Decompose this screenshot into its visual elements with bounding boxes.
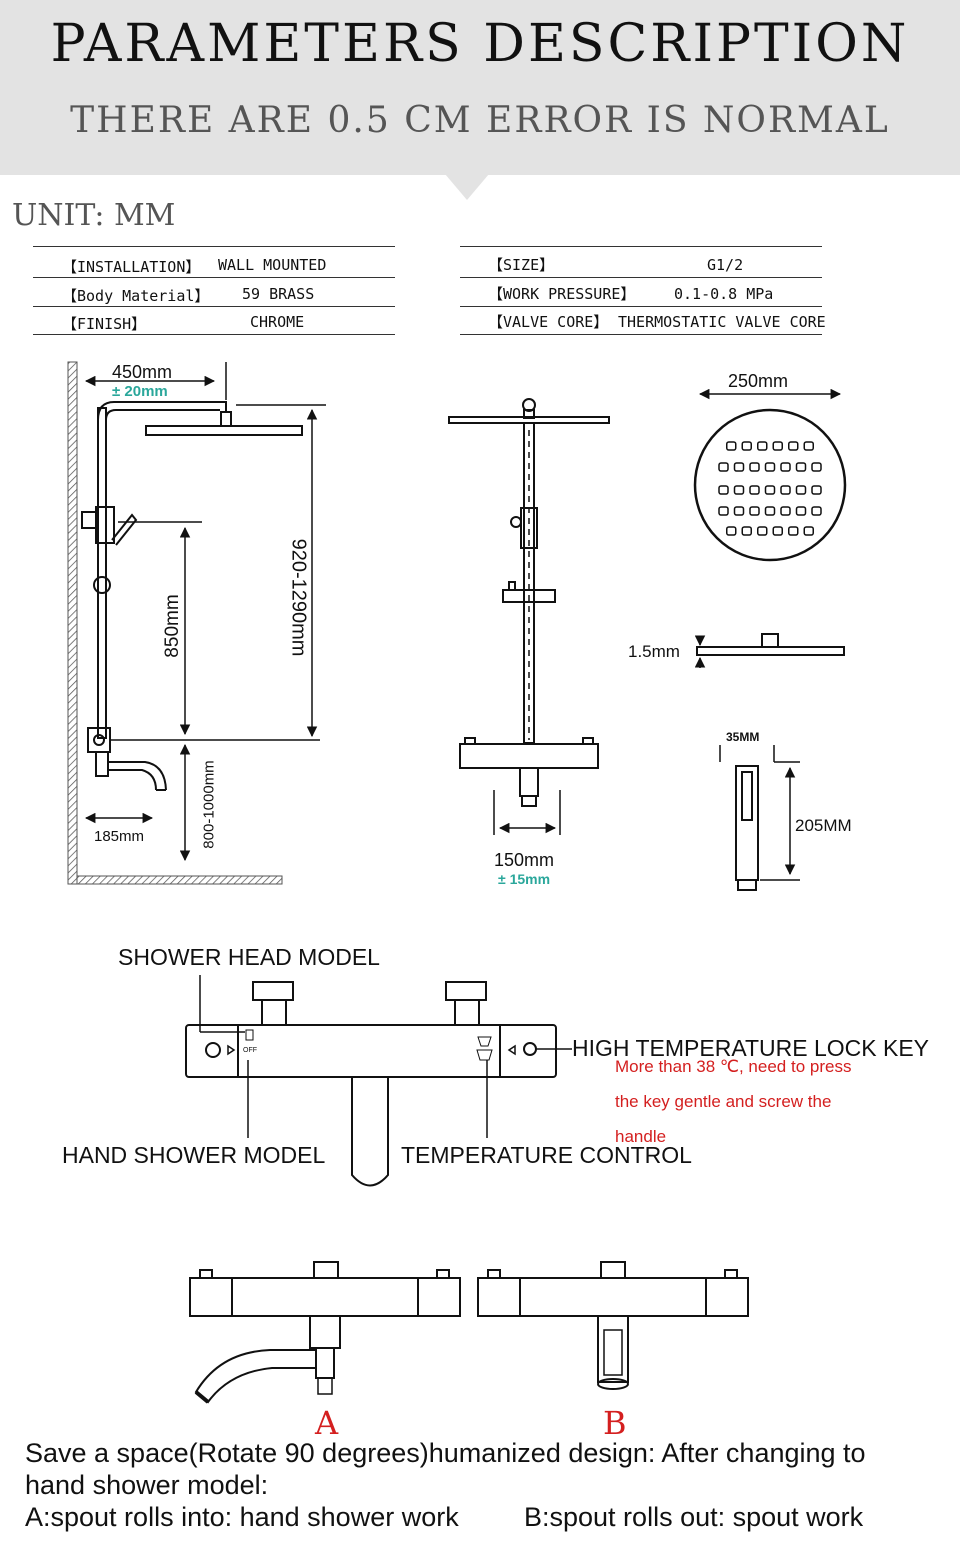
nozzle-hole <box>749 485 760 495</box>
nozzle-hole <box>780 462 791 472</box>
nozzle-hole <box>764 506 776 516</box>
spec-rule <box>460 277 822 278</box>
front-view-drawing <box>448 398 610 807</box>
footer-line-3a: A:spout rolls into: hand shower work <box>25 1502 459 1532</box>
hand-width-label: 35MM <box>726 730 760 744</box>
lock-note-line-2: the key gentle and screw the <box>615 1092 832 1111</box>
spec-material-value: 59 BRASS <box>242 285 315 303</box>
nozzle-hole <box>811 506 822 516</box>
nozzle-hole <box>757 526 768 536</box>
valve-center-label: 150mm <box>494 850 555 870</box>
lock-note-line-1: More than 38 ℃, need to press <box>615 1057 852 1076</box>
footer-line-3b: B:spout rolls out: spout work <box>524 1502 864 1532</box>
nozzle-hole <box>726 441 737 451</box>
page-subtitle: THERE ARE 0.5 CM ERROR IS NORMAL <box>70 100 890 141</box>
spec-installation-value: WALL MOUNTED <box>218 256 327 274</box>
nozzle-hole <box>741 526 752 536</box>
nozzle-hole <box>803 441 814 451</box>
spec-finish-label: 【FINISH】 <box>62 315 147 333</box>
variant-b-drawing <box>477 1261 749 1390</box>
valve-tolerance-label: ± 15mm <box>498 871 551 887</box>
hand-length-label: 205MM <box>795 816 852 835</box>
off-label: OFF <box>243 1047 257 1054</box>
slide-height-label: 850mm <box>162 594 183 658</box>
spec-rule <box>460 334 822 335</box>
front-view-dimensions <box>493 790 561 835</box>
side-view-drawing <box>67 361 303 885</box>
spec-rule <box>33 277 395 278</box>
header-band <box>0 0 960 175</box>
footer-line-1: Save a space(Rotate 90 degrees)humanized… <box>25 1438 866 1468</box>
page-title: PARAMETERS DESCRIPTION <box>50 14 910 74</box>
high-temp-lock-label: HIGH TEMPERATURE LOCK KEY <box>572 1035 929 1061</box>
spout-length-label: 185mm <box>94 828 145 845</box>
nozzle-hole <box>718 462 729 472</box>
spec-rule <box>460 246 822 247</box>
nozzle-hole <box>795 506 807 516</box>
nozzle-hole <box>749 506 760 516</box>
shower-head-side-view <box>694 633 845 668</box>
nozzle-hole <box>803 526 814 536</box>
spec-rule <box>33 246 395 247</box>
nozzle-hole <box>788 441 799 451</box>
lock-note-line-3: handle <box>615 1127 667 1146</box>
spec-size-label: 【SIZE】 <box>488 256 555 274</box>
nozzle-hole <box>811 462 822 472</box>
nozzle-hole <box>780 506 791 516</box>
height-range-label: 920-1290mm <box>287 538 310 657</box>
nozzle-hole <box>795 485 807 495</box>
shower-head-model-label: SHOWER HEAD MODEL <box>118 944 380 970</box>
floor-range-label: 800-1000mm <box>200 760 218 849</box>
arm-length-label: 450mm <box>112 362 173 382</box>
nozzle-hole <box>718 506 729 516</box>
nozzle-hole <box>764 485 776 495</box>
nozzle-hole <box>741 441 752 451</box>
temperature-control-label: TEMPERATURE CONTROL <box>401 1142 692 1168</box>
spec-rule <box>460 306 822 307</box>
spec-finish-value: CHROME <box>250 313 305 331</box>
nozzle-hole <box>772 526 783 536</box>
nozzle-hole <box>733 485 745 495</box>
spec-material-label: 【Body Material】 <box>62 287 210 305</box>
nozzle-hole <box>811 485 822 495</box>
hand-shower-model-label: HAND SHOWER MODEL <box>62 1142 326 1168</box>
variant-a-letter: A <box>315 1404 339 1442</box>
nozzle-hole <box>726 526 737 536</box>
spec-core-value: THERMOSTATIC VALVE CORE <box>618 313 826 331</box>
nozzle-hole <box>733 462 745 472</box>
variant-b-letter: B <box>603 1404 627 1442</box>
spec-pressure-label: 【WORK PRESSURE】 <box>488 285 636 303</box>
spec-rule <box>33 334 395 335</box>
nozzle-hole <box>795 462 807 472</box>
side-view-dimensions <box>84 362 326 862</box>
head-thickness-label: 1.5mm <box>628 642 680 661</box>
spec-size-value: G1/2 <box>707 256 744 274</box>
spec-installation-label: 【INSTALLATION】 <box>62 258 201 276</box>
unit-label: UNIT: MM <box>12 198 176 233</box>
footer-line-2: hand shower model: <box>25 1470 269 1500</box>
nozzle-hole <box>780 485 791 495</box>
head-diameter-label: 250mm <box>728 371 789 391</box>
nozzle-hole <box>772 441 783 451</box>
header-notch <box>445 174 489 200</box>
spec-core-label: 【VALVE CORE】 <box>488 313 609 331</box>
hand-shower-drawing <box>719 745 800 891</box>
arm-tolerance-label: ± 20mm <box>112 383 168 400</box>
spec-pressure-value: 0.1-0.8 MPa <box>674 285 774 303</box>
shower-head-top-view <box>693 388 847 562</box>
variant-a-drawing <box>189 1261 461 1404</box>
nozzle-hole <box>718 485 729 495</box>
nozzle-hole <box>749 462 760 472</box>
nozzle-hole <box>788 526 799 536</box>
nozzle-hole <box>764 462 776 472</box>
thermostatic-valve-drawing <box>185 975 572 1187</box>
nozzle-hole <box>757 441 768 451</box>
spec-rule <box>33 306 395 307</box>
nozzle-hole <box>733 506 745 516</box>
